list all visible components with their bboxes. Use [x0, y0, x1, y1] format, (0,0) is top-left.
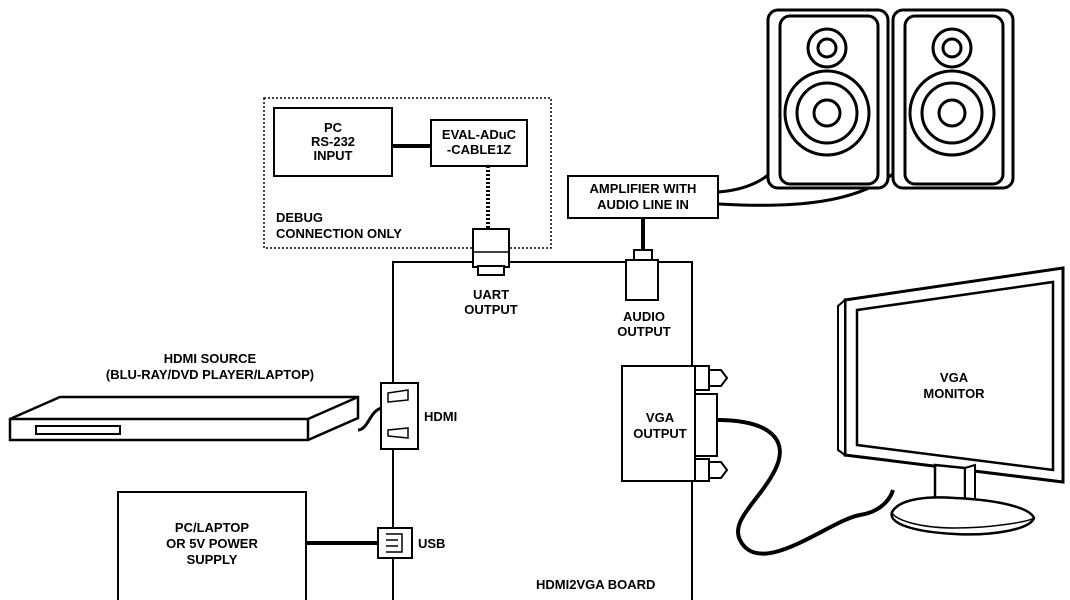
usb-connector [377, 527, 413, 559]
debug-label-2: CONNECTION ONLY [276, 226, 402, 241]
eval-label-2: -CABLE1Z [447, 142, 511, 157]
audio-label-1: AUDIO [623, 309, 665, 324]
hdmi-source-label-1: HDMI SOURCE [164, 351, 257, 366]
pc-label-2: RS-232 [311, 134, 355, 149]
board-name-label: HDMI2VGA BOARD [536, 577, 655, 592]
monitor-icon [837, 266, 1065, 536]
uart-label-2: OUTPUT [464, 302, 518, 317]
pc-label-3: INPUT [314, 148, 353, 163]
eval-label-1: EVAL-ADuC [442, 127, 517, 142]
pc-supply-label-1: PC/LAPTOP [175, 520, 249, 535]
pc-supply-label-3: SUPPLY [187, 552, 238, 567]
hdmi-connector [380, 382, 419, 450]
speaker-icon [891, 8, 1015, 190]
monitor-label-1: VGA [940, 370, 969, 385]
debug-label-1: DEBUG [276, 210, 323, 225]
vga-output-label-2: OUTPUT [633, 426, 687, 441]
uart-label-1: UART [473, 287, 509, 302]
uart-connector [472, 228, 510, 276]
hdmi-source-label-2: (BLU-RAY/DVD PLAYER/LAPTOP) [106, 367, 314, 382]
amplifier-box: AMPLIFIER WITH AUDIO LINE IN [567, 175, 719, 219]
hdmi-cable [357, 406, 383, 432]
pc-rs232-box: PC RS-232 INPUT [273, 107, 393, 177]
vga-connector [621, 365, 729, 482]
usb-port-label: USB [418, 536, 445, 551]
vga-output-label-1: VGA [646, 410, 675, 425]
pc-label-1: PC [324, 120, 343, 135]
amp-label-1: AMPLIFIER WITH [590, 181, 697, 196]
pc-supply-box [117, 491, 307, 600]
amp-label-2: AUDIO LINE IN [597, 197, 689, 212]
vga-cable [716, 418, 895, 556]
hdmi-port-label: HDMI [424, 409, 457, 424]
monitor-label-2: MONITOR [923, 386, 985, 401]
dvd-player-icon [8, 395, 360, 442]
debug-region [263, 97, 552, 249]
speaker-icon [766, 8, 890, 190]
eval-cable-box: EVAL-ADuC -CABLE1Z [430, 119, 528, 167]
audio-connector [625, 249, 659, 301]
audio-label-2: OUTPUT [617, 324, 671, 339]
pc-supply-label-2: OR 5V POWER [166, 536, 258, 551]
